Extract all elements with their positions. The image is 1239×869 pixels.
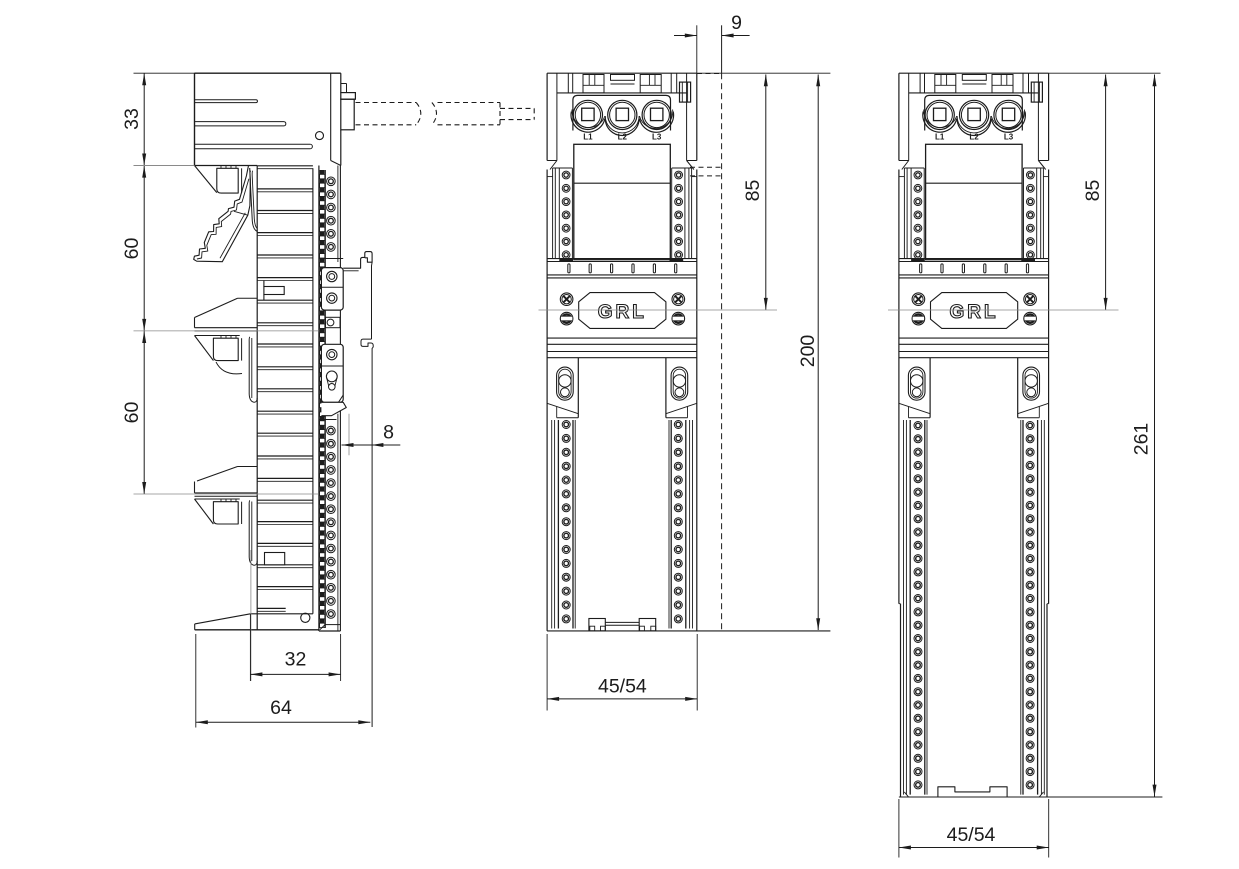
svg-text:L1: L1 bbox=[935, 132, 945, 141]
svg-text:32: 32 bbox=[285, 649, 307, 671]
svg-text:60: 60 bbox=[121, 238, 143, 260]
svg-text:200: 200 bbox=[797, 335, 819, 368]
svg-text:L1: L1 bbox=[583, 132, 593, 141]
svg-text:GRL: GRL bbox=[598, 302, 647, 323]
svg-text:85: 85 bbox=[742, 180, 764, 202]
svg-text:L3: L3 bbox=[652, 132, 662, 141]
svg-text:85: 85 bbox=[1082, 180, 1104, 202]
svg-text:33: 33 bbox=[121, 108, 143, 130]
svg-text:261: 261 bbox=[1131, 423, 1153, 456]
svg-text:45/54: 45/54 bbox=[947, 824, 996, 846]
svg-text:45/54: 45/54 bbox=[598, 675, 647, 697]
svg-text:9: 9 bbox=[731, 12, 742, 34]
svg-text:64: 64 bbox=[270, 697, 292, 719]
svg-text:8: 8 bbox=[383, 421, 394, 443]
svg-text:L3: L3 bbox=[1004, 132, 1014, 141]
svg-text:60: 60 bbox=[121, 402, 143, 424]
svg-text:L2: L2 bbox=[618, 132, 628, 141]
svg-text:L2: L2 bbox=[969, 132, 979, 141]
svg-text:GRL: GRL bbox=[950, 302, 999, 323]
